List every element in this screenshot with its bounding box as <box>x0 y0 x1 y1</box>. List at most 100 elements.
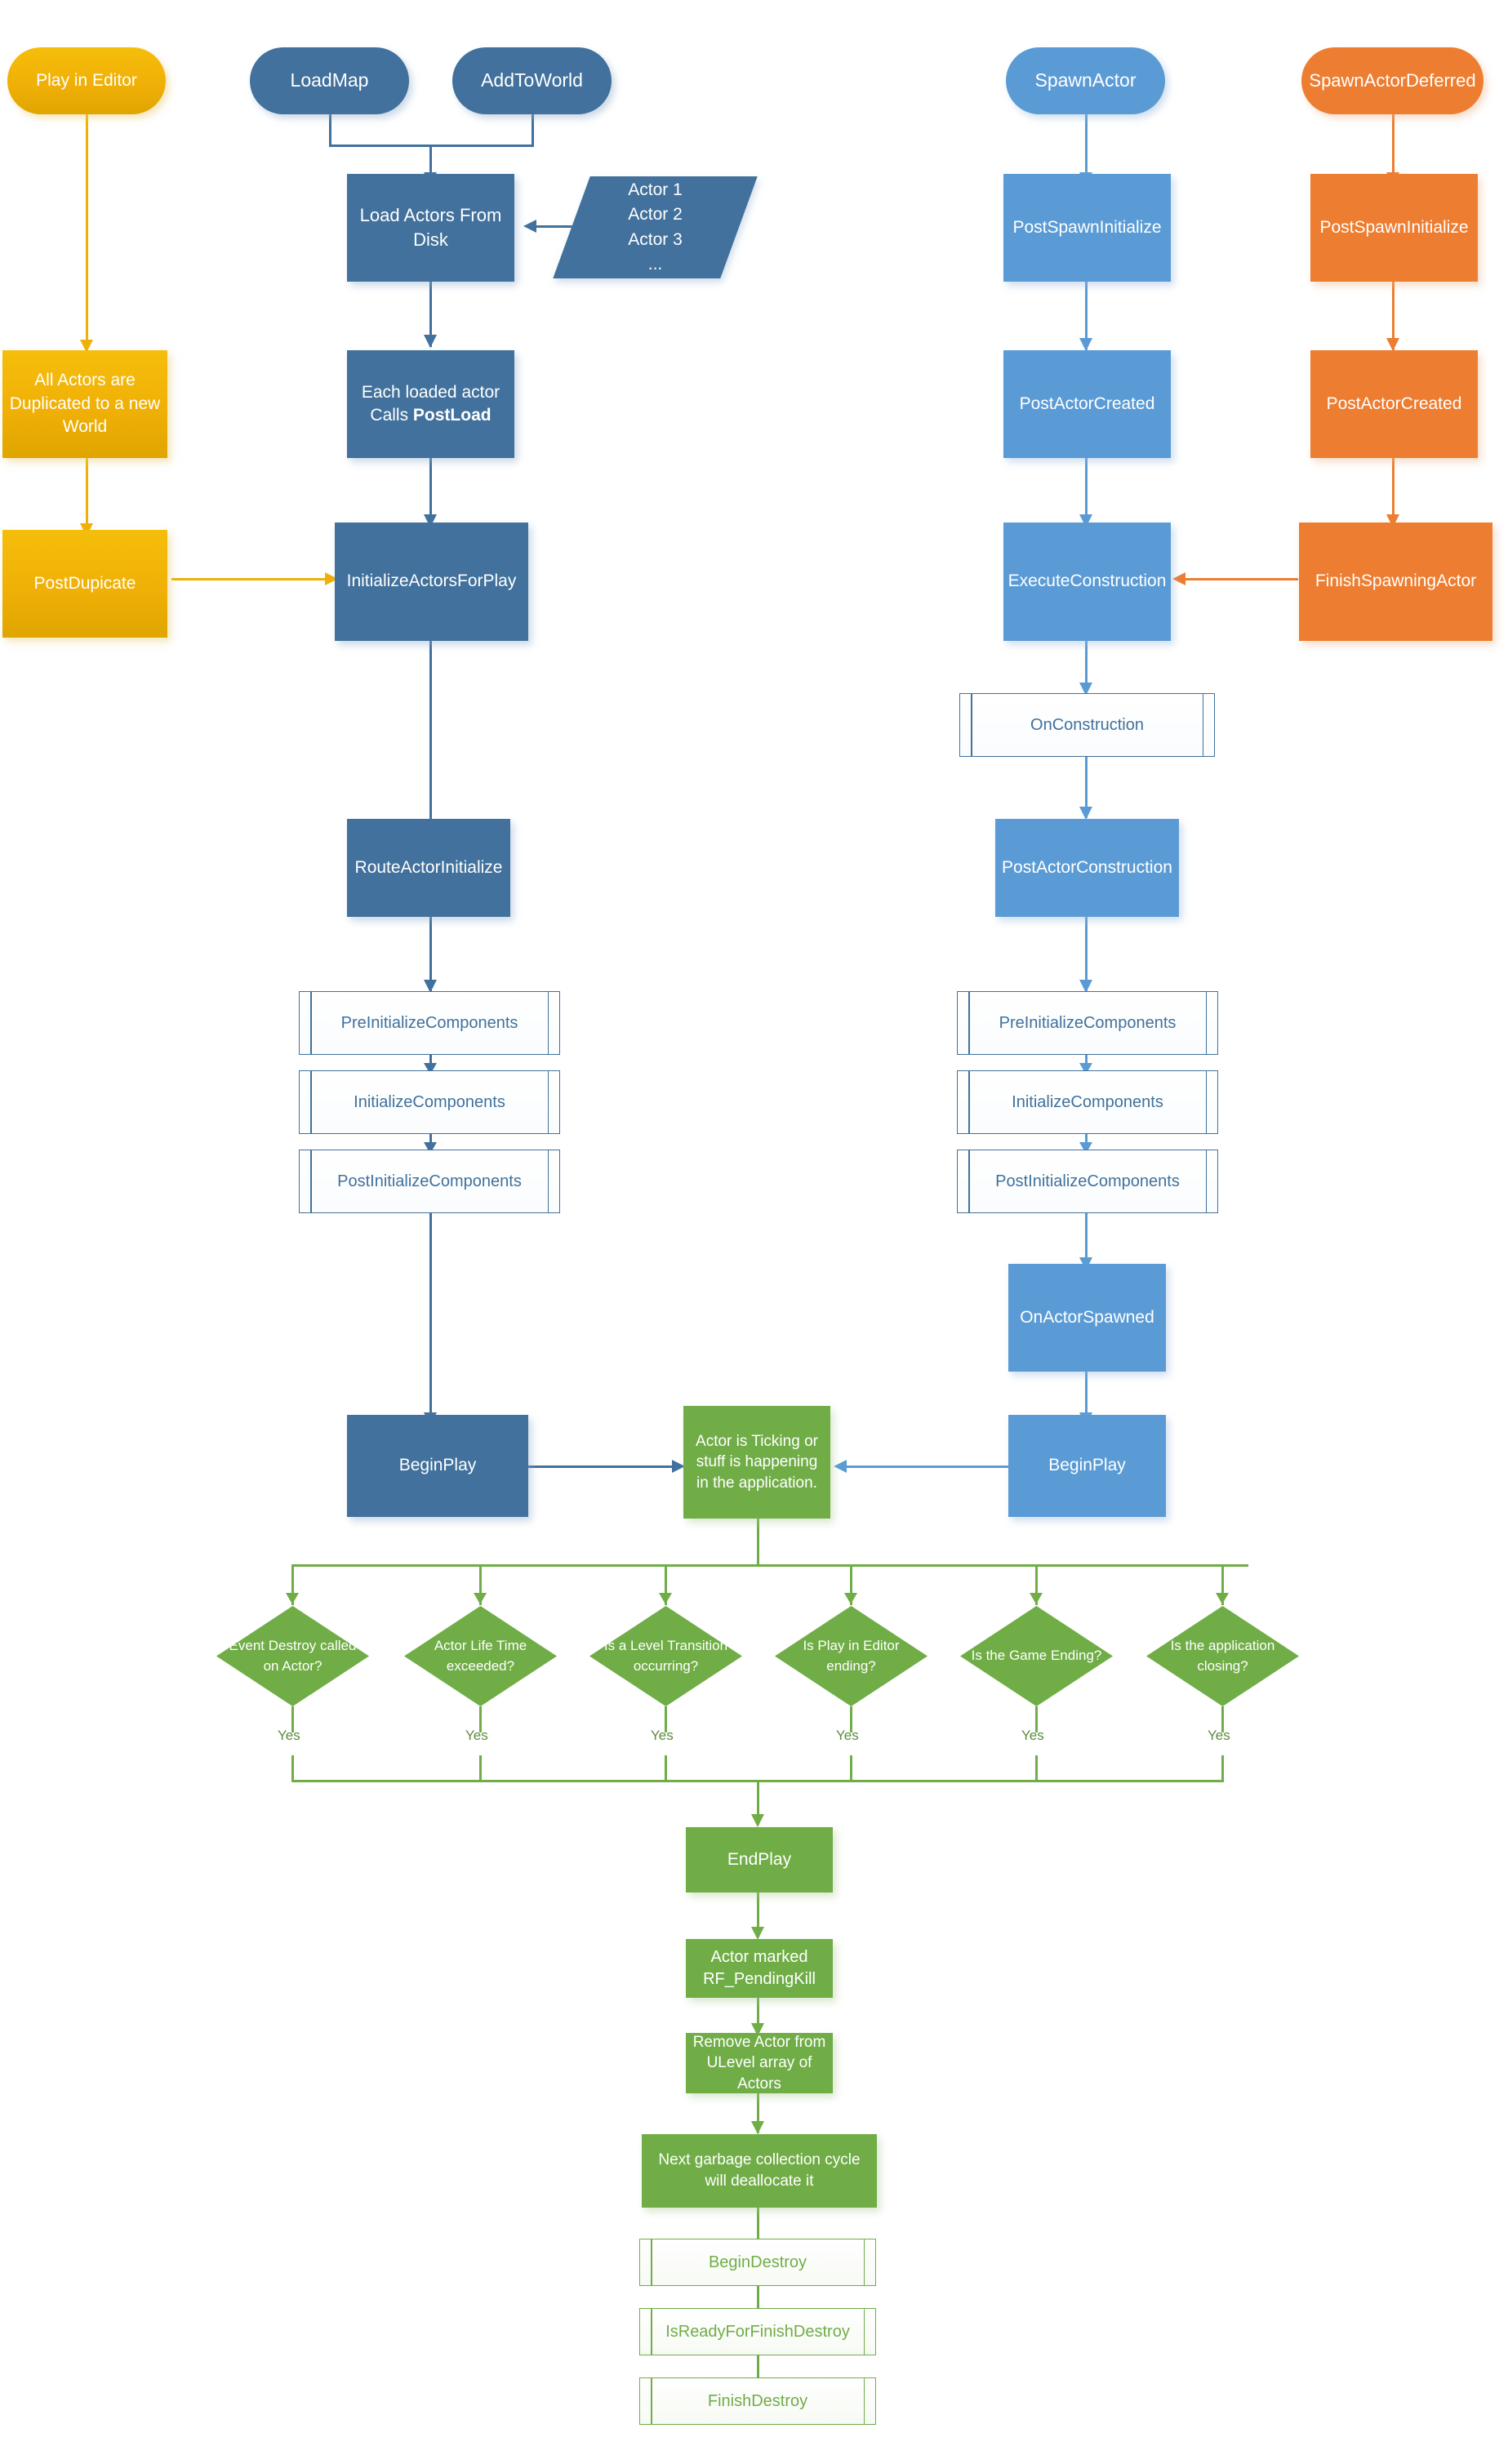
decision-event-destroy[interactable]: Event Destroy called on Actor? <box>216 1606 369 1706</box>
connector-play-to-duplicate <box>86 114 88 351</box>
subroutine-bar-right <box>863 2239 865 2285</box>
yes-stem-1b <box>291 1755 294 1782</box>
node-finish-spawning-actor[interactable]: FinishSpawningActor <box>1299 523 1492 641</box>
decision-yes-label-2: Yes <box>465 1728 488 1743</box>
connector-merge-to-endplay <box>757 1780 759 1825</box>
connector-execute-to-onconstruction <box>1085 641 1088 690</box>
decision-play-in-editor-ending[interactable]: Is Play in Editor ending? <box>775 1606 927 1706</box>
decision-application-closing[interactable]: Is the application closing? <box>1146 1606 1299 1706</box>
arrowhead <box>1386 338 1399 351</box>
node-pre-initialize-components-right[interactable]: PreInitializeComponents <box>957 991 1218 1055</box>
node-post-spawn-initialize-blue[interactable]: PostSpawnInitialize <box>1003 174 1171 282</box>
node-pre-initialize-components-left[interactable]: PreInitializeComponents <box>299 991 560 1055</box>
branch-down-6 <box>1221 1564 1224 1605</box>
connector-addtoworld-down <box>532 114 534 147</box>
yes-stem-3 <box>665 1706 667 1732</box>
connector-remove-to-gc <box>757 2093 759 2133</box>
yes-stem-3b <box>665 1755 667 1782</box>
node-initialize-components-left[interactable]: InitializeComponents <box>299 1070 560 1134</box>
connector-loadmap-down <box>329 114 331 147</box>
node-post-initialize-components-left[interactable]: PostInitializeComponents <box>299 1150 560 1213</box>
decision-label: Actor Life Time exceeded? <box>434 1637 527 1674</box>
arrowhead <box>80 340 93 353</box>
node-remove-actor-from-ulevel[interactable]: Remove Actor from ULevel array of Actors <box>686 2033 833 2093</box>
connector-spawnactor-down <box>1085 114 1088 184</box>
branch-down-4 <box>850 1564 852 1605</box>
begin-destroy-label: BeginDestroy <box>708 2253 807 2271</box>
node-load-actors-from-disk[interactable]: Load Actors From Disk <box>347 174 514 282</box>
connector-postconstruction-to-preinit <box>1085 914 1088 992</box>
node-execute-construction[interactable]: ExecuteConstruction <box>1003 523 1171 641</box>
connector-isready-to-finishdestroy <box>757 2355 759 2390</box>
node-spawn-actor-deferred[interactable]: SpawnActorDeferred <box>1301 47 1484 114</box>
node-actor-list[interactable]: Actor 1 Actor 2 Actor 3 ... <box>553 176 758 278</box>
subroutine-bar-right <box>863 2378 865 2424</box>
decision-yes-label-6: Yes <box>1208 1728 1230 1743</box>
connector-beginplay-r-to-tick <box>845 1466 1010 1468</box>
arrowhead <box>424 980 437 993</box>
on-construction-label: OnConstruction <box>1030 715 1144 734</box>
connector-preinit-to-init-l <box>429 1053 432 1071</box>
node-post-spawn-initialize-orange[interactable]: PostSpawnInitialize <box>1310 174 1478 282</box>
node-route-actor-initialize[interactable]: RouteActorInitialize <box>347 819 510 917</box>
node-begin-destroy[interactable]: BeginDestroy <box>639 2239 876 2286</box>
subroutine-bar-left <box>310 992 312 1054</box>
node-is-ready-for-finish-destroy[interactable]: IsReadyForFinishDestroy <box>639 2308 876 2355</box>
subroutine-bar-left <box>310 1071 312 1133</box>
node-actor-marked-pendingkill[interactable]: Actor marked RF_PendingKill <box>686 1939 833 1998</box>
node-post-actor-construction[interactable]: PostActorConstruction <box>995 819 1179 917</box>
connector-postduplicate-to-init <box>171 578 335 580</box>
subroutine-bar-right <box>1205 1071 1207 1133</box>
node-post-actor-created-orange[interactable]: PostActorCreated <box>1310 350 1478 458</box>
node-all-actors-duplicated[interactable]: All Actors are Duplicated to a new World <box>2 350 167 458</box>
node-load-map[interactable]: LoadMap <box>250 47 409 114</box>
node-on-construction[interactable]: OnConstruction <box>959 693 1215 757</box>
connector-deferred-down <box>1392 114 1395 184</box>
subroutine-bar-left <box>310 1150 312 1212</box>
connector-duplicate-to-postduplicate <box>86 458 88 536</box>
node-begin-play-left[interactable]: BeginPlay <box>347 1415 528 1517</box>
connector-begindestroy-to-isready <box>757 2286 759 2320</box>
each-loaded-actor-text: Each loaded actor Calls PostLoad <box>361 382 500 425</box>
connector-postload-to-init <box>429 458 432 527</box>
node-finish-destroy[interactable]: FinishDestroy <box>639 2377 876 2425</box>
subroutine-bar-left <box>651 2239 652 2285</box>
connector-preinit-to-init-r <box>1085 1053 1088 1071</box>
subroutine-bar-right <box>547 1071 549 1133</box>
arrowhead <box>1079 807 1092 820</box>
node-post-initialize-components-right[interactable]: PostInitializeComponents <box>957 1150 1218 1213</box>
decision-actor-life-time[interactable]: Actor Life Time exceeded? <box>404 1606 557 1706</box>
connector-onactorspawned-to-beginplay <box>1085 1372 1088 1425</box>
arrowhead <box>751 2121 764 2134</box>
arrowhead <box>659 1593 672 1604</box>
connector-o-created-to-finish <box>1392 458 1395 527</box>
decision-yes-label-4: Yes <box>836 1728 859 1743</box>
node-initialize-components-right[interactable]: InitializeComponents <box>957 1070 1218 1134</box>
node-post-duplicate[interactable]: PostDupicate <box>2 530 167 638</box>
decision-yes-label-3: Yes <box>651 1728 674 1743</box>
decision-label: Is a Level Transition occurring? <box>603 1637 728 1674</box>
decision-level-transition[interactable]: Is a Level Transition occurring? <box>589 1606 742 1706</box>
node-end-play[interactable]: EndPlay <box>686 1827 833 1892</box>
node-actor-ticking[interactable]: Actor is Ticking or stuff is happening i… <box>683 1406 830 1519</box>
decision-label: Event Destroy called on Actor? <box>229 1637 357 1674</box>
arrowhead <box>474 1593 487 1604</box>
node-play-in-editor[interactable]: Play in Editor <box>7 47 166 114</box>
node-next-garbage-collection[interactable]: Next garbage collection cycle will deall… <box>642 2134 877 2208</box>
connector-finish-to-execute <box>1184 578 1298 580</box>
node-on-actor-spawned[interactable]: OnActorSpawned <box>1008 1264 1166 1372</box>
decision-game-ending[interactable]: Is the Game Ending? <box>960 1606 1113 1706</box>
arrowhead <box>1079 338 1092 351</box>
post-init-components-right-label: PostInitializeComponents <box>995 1172 1180 1190</box>
node-add-to-world[interactable]: AddToWorld <box>452 47 612 114</box>
decision-label: Is Play in Editor ending? <box>803 1637 900 1674</box>
node-spawn-actor[interactable]: SpawnActor <box>1006 47 1165 114</box>
connector-marked-to-remove <box>757 1997 759 2034</box>
subroutine-bar-left <box>968 1150 970 1212</box>
node-post-actor-created-blue[interactable]: PostActorCreated <box>1003 350 1171 458</box>
node-initialize-actors-for-play[interactable]: InitializeActorsForPlay <box>335 523 528 641</box>
node-begin-play-right[interactable]: BeginPlay <box>1008 1415 1166 1517</box>
node-each-loaded-actor-postload[interactable]: Each loaded actor Calls PostLoad <box>347 350 514 458</box>
connector-postspawn-to-created <box>1085 282 1088 351</box>
